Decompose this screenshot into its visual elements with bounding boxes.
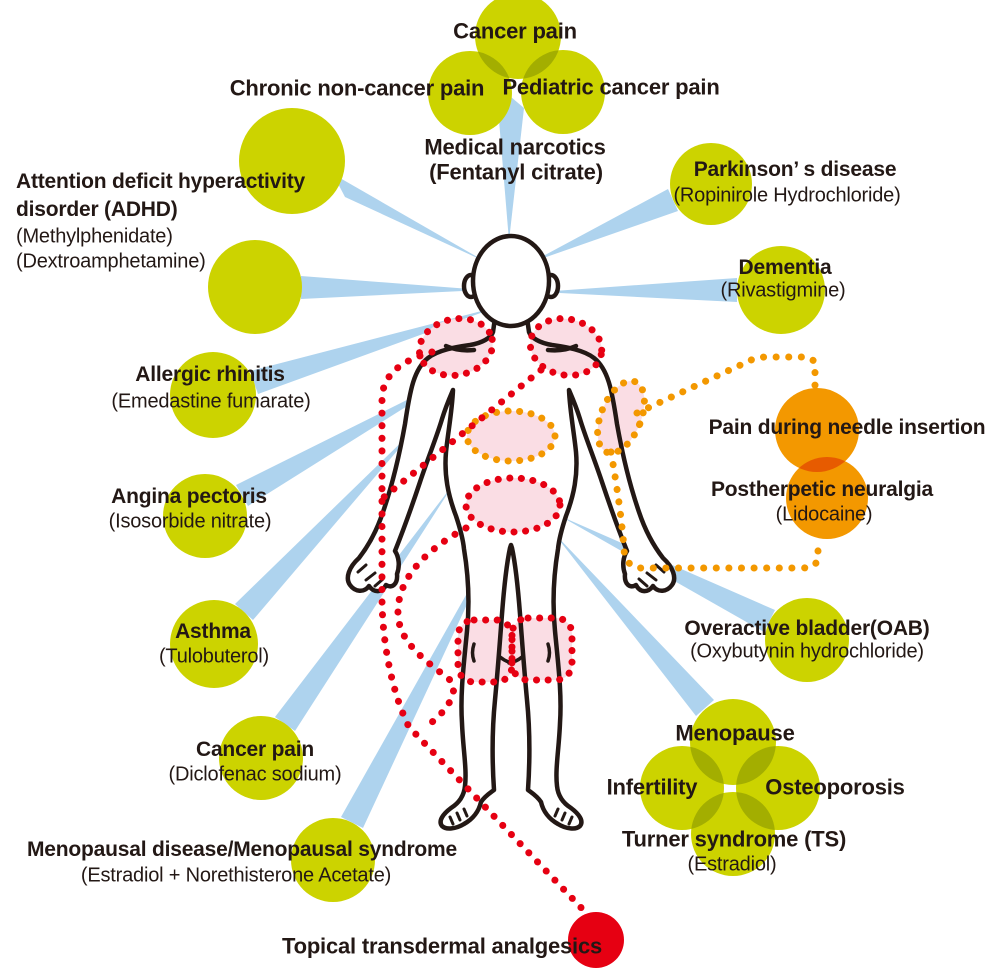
label-dextroamphetamine: (Dextroamphetamine)	[16, 250, 206, 273]
pediatric-cancer-pain-circle	[521, 50, 605, 134]
dementia-circle	[737, 246, 825, 334]
ray-angina	[236, 376, 455, 506]
right-foot-toes	[553, 807, 574, 826]
oab-circle	[765, 598, 849, 682]
ray-adhd-2	[301, 276, 483, 299]
label-postherpetic: Postherpetic neuralgia	[711, 477, 933, 501]
orange-dotted-routes	[607, 353, 822, 572]
left-collarbone	[443, 343, 477, 353]
right-hand-fingers	[637, 563, 666, 588]
label-cancer-pain-top: Cancer pain	[453, 18, 577, 44]
label-ropinirole: (Ropinirole Hydrochloride)	[673, 184, 901, 207]
cancer-pain-diclofenac-circle	[219, 716, 303, 800]
right-collarbone	[545, 343, 579, 353]
label-estradiol-norethisterone: (Estradiol + Norethisterone Acetate)	[80, 864, 392, 887]
pain-needle-circle	[775, 388, 859, 472]
postherpetic-circle	[786, 457, 868, 539]
label-diclofenac: (Diclofenac sodium)	[168, 763, 342, 786]
label-fentanyl-citrate: (Fentanyl citrate)	[429, 159, 603, 185]
label-menopausal-disease: Menopausal disease/Menopausal syndrome	[26, 837, 458, 861]
label-topical-analgesics: Topical transdermal analgesics	[281, 933, 603, 959]
label-allergic-rhinitis: Allergic rhinitis	[135, 362, 285, 386]
menopausal-disease-circle	[291, 818, 375, 902]
label-methylphenidate: (Methylphenidate)	[16, 225, 173, 248]
label-parkinsons: Parkinson’ s disease	[693, 157, 897, 181]
adhd-circle-1	[239, 108, 345, 214]
label-emedastine: (Emedastine fumarate)	[111, 390, 311, 413]
label-dementia: Dementia	[738, 255, 832, 279]
narcotics-cluster	[428, 0, 605, 135]
red-route-chest-diagonal	[380, 366, 545, 501]
left-foot-toes	[448, 807, 469, 826]
label-oab: Overactive bladder(OAB)	[684, 616, 930, 640]
orange-route-bottom	[607, 448, 822, 572]
label-chronic-non-cancer-pain: Chronic non-cancer pain	[229, 75, 485, 101]
label-isosorbide: (Isosorbide nitrate)	[108, 510, 272, 533]
label-infertility: Infertility	[606, 774, 698, 800]
label-angina: Angina pectoris	[111, 484, 267, 508]
label-adhd-line2: disorder (ADHD)	[16, 197, 178, 221]
asthma-circle	[170, 600, 258, 688]
red-route-main	[378, 348, 594, 921]
ray-asthma	[235, 424, 420, 620]
label-medical-narcotics: Medical narcotics	[424, 134, 606, 160]
condition-circles	[163, 0, 868, 968]
ray-parkinsons	[532, 189, 678, 262]
parkinsons-circle	[670, 143, 752, 225]
orange-route-top	[633, 353, 819, 417]
label-estradiol: (Estradiol)	[687, 853, 777, 876]
label-menopause: Menopause	[675, 720, 795, 746]
turner-circle	[691, 792, 775, 876]
label-turner-syndrome: Turner syndrome (TS)	[621, 826, 847, 852]
label-oxybutynin: (Oxybutynin hydrochloride)	[690, 640, 924, 663]
ray-menopausal-disease	[341, 540, 497, 828]
ray-dementia	[540, 278, 737, 302]
label-lidocaine: (Lidocaine)	[775, 503, 873, 526]
allergic-rhinitis-circle	[170, 352, 256, 438]
label-pain-needle-insertion: Pain during needle insertion	[708, 415, 986, 439]
head	[470, 233, 552, 329]
human-body-figure	[348, 233, 674, 828]
label-pediatric-cancer-pain: Pediatric cancer pain	[502, 74, 720, 100]
label-adhd-line1: Attention deficit hyperactivity	[16, 169, 306, 193]
label-cancer-pain-diclofenac: Cancer pain	[195, 737, 315, 761]
label-asthma: Asthma	[175, 619, 251, 643]
ray-cancer-pain-diclofenac	[275, 482, 455, 731]
estradiol-cluster	[640, 699, 820, 876]
body-outline-strokes	[348, 233, 674, 828]
chronic-non-cancer-pain-circle	[428, 51, 512, 135]
label-rivastigmine: (Rivastigmine)	[720, 279, 846, 302]
ray-medical-narcotics	[498, 97, 524, 241]
label-osteoporosis: Osteoporosis	[765, 774, 905, 800]
ray-adhd-1	[333, 174, 486, 262]
topical-analgesics-circle	[568, 912, 624, 968]
label-tulobuterol: (Tulobuterol)	[158, 645, 270, 668]
adhd-circle-2	[208, 240, 302, 334]
red-dotted-routes	[378, 348, 594, 921]
angina-circle	[163, 474, 247, 558]
ray-menopause-cluster	[553, 532, 714, 716]
lidocaine-cluster	[775, 388, 868, 539]
